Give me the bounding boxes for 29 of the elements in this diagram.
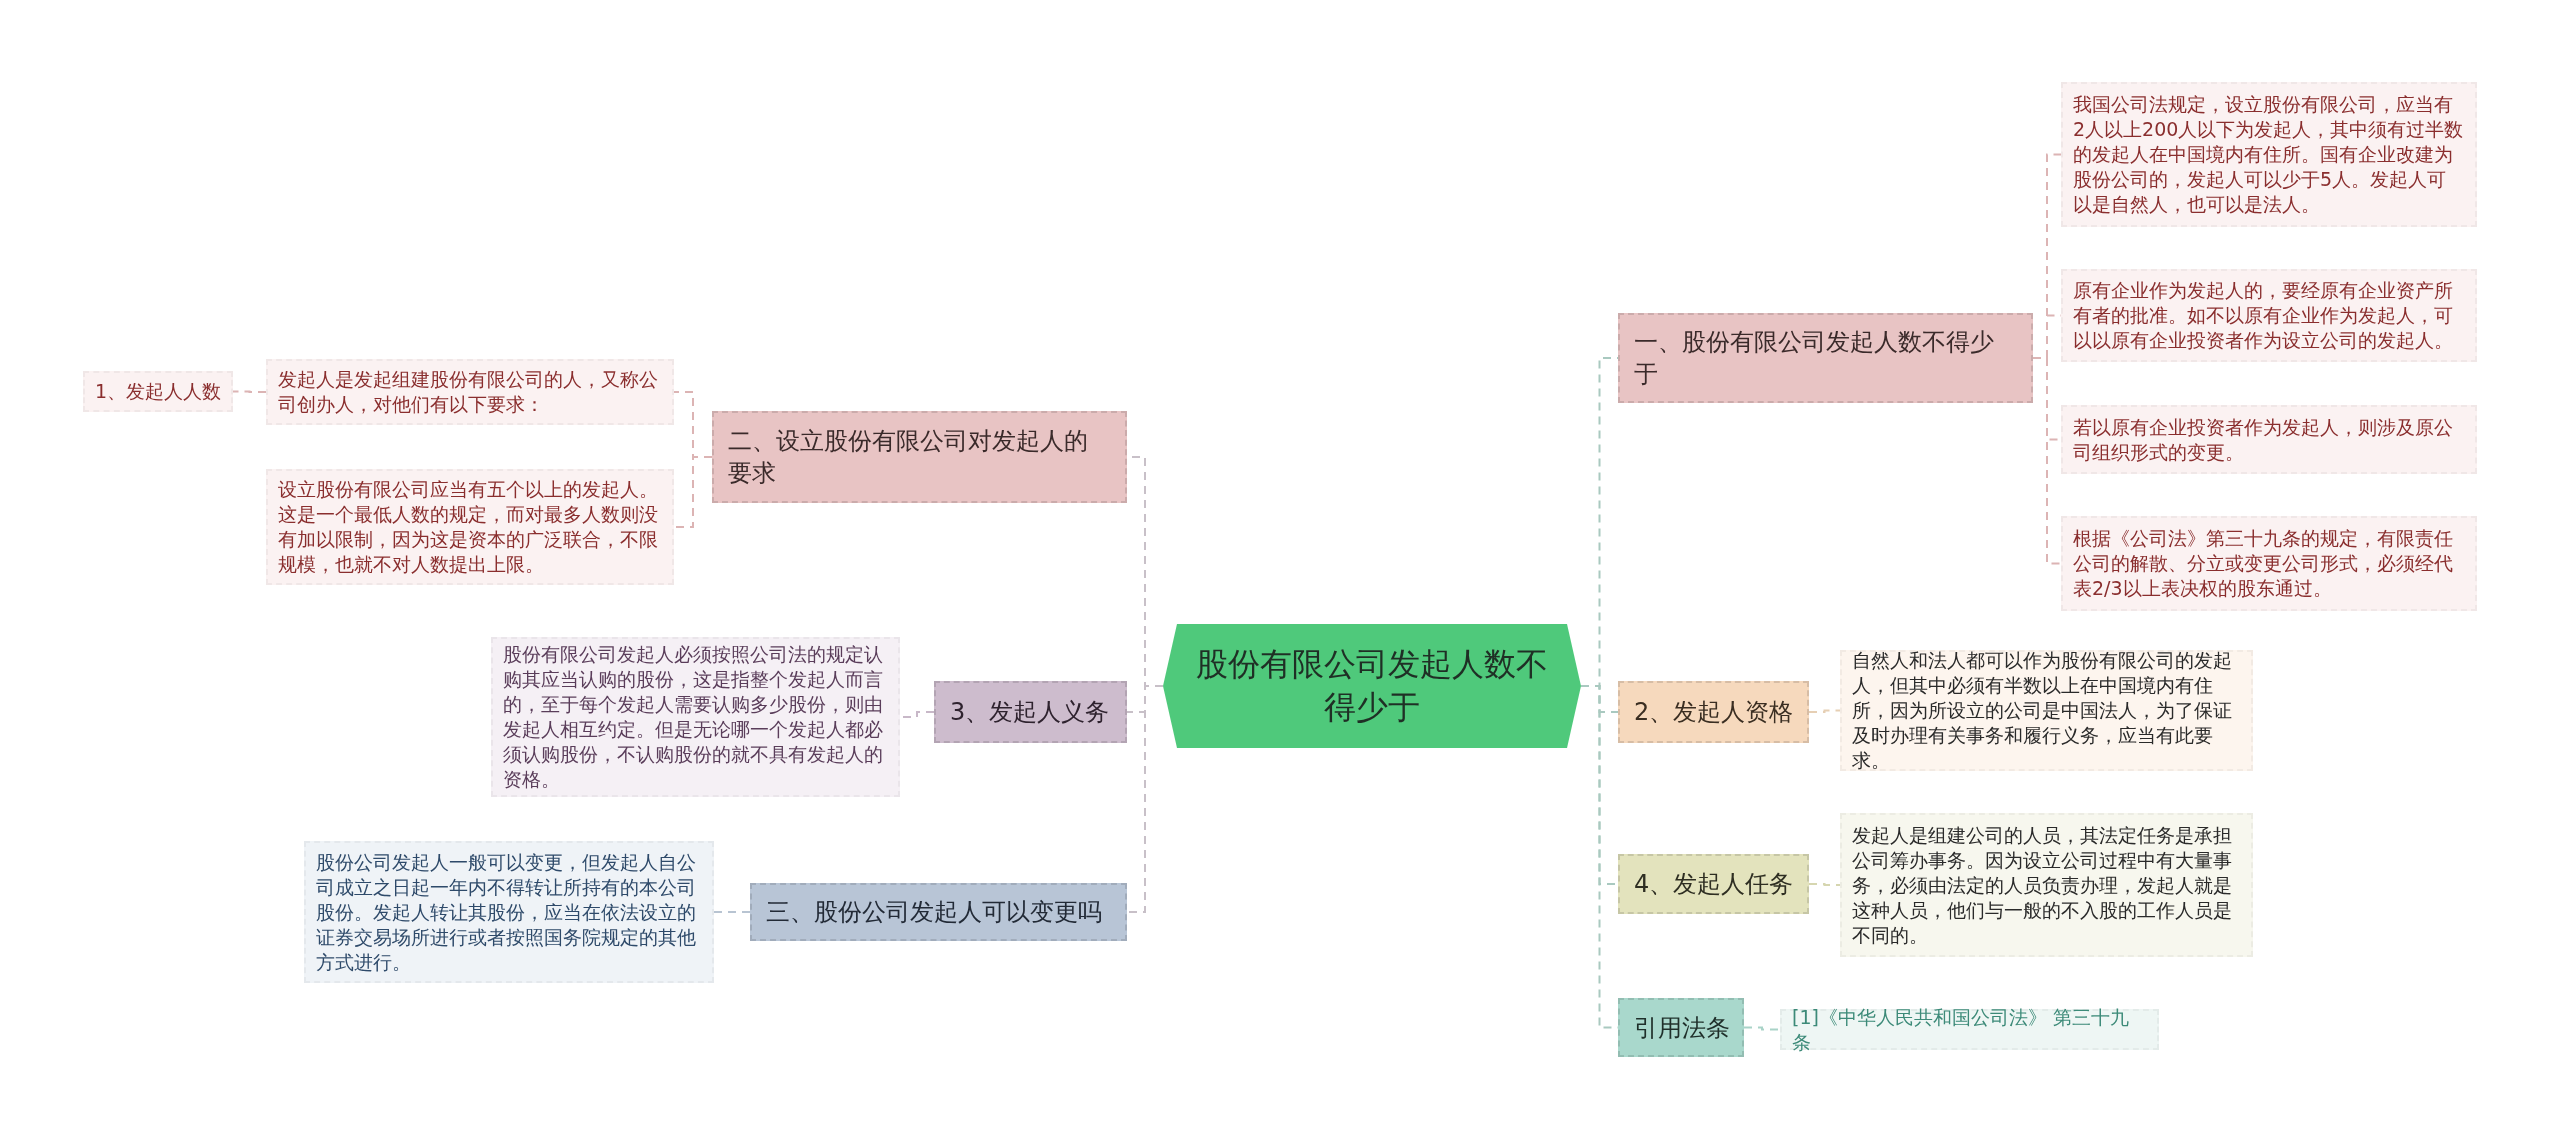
note-box: 若以原有企业投资者作为发起人，则涉及原公司组织形式的变更。	[2061, 405, 2477, 474]
topic-box: 三、股份公司发起人可以变更吗	[750, 883, 1127, 941]
connector-line	[1743, 1026, 1781, 1031]
connector-line	[2032, 357, 2062, 565]
connector-line	[1808, 883, 1841, 886]
note-box: 发起人是组建公司的人员，其法定任务是承担公司筹办事务。因为设立公司过程中有大量事务，必须由法定的人员负责办理，发起人就是这种人员，他们与一般的不入股的工作人员是不同的。	[1840, 813, 2253, 957]
topic-box: 一、股份有限公司发起人数不得少于	[1618, 313, 2033, 403]
note-box: 发起人是发起组建股份有限公司的人，又称公司创办人，对他们有以下要求：	[266, 359, 674, 425]
topic-box: 二、设立股份有限公司对发起人的要求	[712, 411, 1127, 503]
note-box: 根据《公司法》第三十九条的规定，有限责任公司的解散、分立或变更公司形式，必须经代表2/3以上表决权的股东通过。	[2061, 516, 2477, 611]
note-box: 原有企业作为发起人的，要经原有企业资产所有者的批准。如不以原有企业作为发起人，可以以原有企业投资者作为设立公司的发起人。	[2061, 269, 2477, 362]
connector-line	[1126, 685, 1164, 913]
root-title: 股份有限公司发起人数不得少于	[1195, 644, 1549, 728]
topic-box: 2、发起人资格	[1618, 681, 1809, 743]
note-box: 股份有限公司发起人必须按照公司法的规定认购其应当认购的股份，这是指整个发起人而言的，至于每个发起人需要认购多少股份，则由发起人相互约定。但是无论哪一个发起人都必须认购股份，不认购股份的就不具有发起人的资格。	[491, 637, 900, 797]
connector-line	[1808, 709, 1841, 713]
connector-line	[713, 911, 751, 913]
note-box: 我国公司法规定，设立股份有限公司，应当有2人以上200人以下为发起人，其中须有过半数的发起人在中国境内有住所。国有企业改建为股份公司的，发起人可以少于5人。发起人可以是自然人，也可以是法人。	[2061, 82, 2477, 227]
connector-line	[232, 390, 267, 393]
note-box: 自然人和法人都可以作为股份有限公司的发起人，但其中必须有半数以上在中国境内有住所，因为所设立的公司是中国法人，为了保证及时办理有关事务和履行义务，应当有此要求。	[1840, 650, 2253, 771]
note-box: 1、发起人人数	[83, 371, 233, 412]
topic-box: 4、发起人任务	[1618, 854, 1809, 914]
note-box: 股份公司发起人一般可以变更，但发起人自公司成立之日起一年内不得转让所持有的本公司股份。发起人转让其股份，应当在依法设立的证券交易场所进行或者按照国务院规定的其他方式进行。	[304, 841, 714, 983]
topic-box: 3、发起人义务	[934, 681, 1127, 743]
connector-line	[673, 456, 713, 528]
note-box: [1]《中华人民共和国公司法》 第三十九条	[1780, 1009, 2159, 1050]
note-box: 设立股份有限公司应当有五个以上的发起人。这是一个最低人数的规定，而对最多人数则没有加以限制，因为这是资本的广泛联合，不限规模，也就不对人数提出上限。	[266, 469, 674, 585]
root-hexagon	[1163, 624, 1581, 748]
topic-box: 引用法条	[1618, 998, 1744, 1057]
